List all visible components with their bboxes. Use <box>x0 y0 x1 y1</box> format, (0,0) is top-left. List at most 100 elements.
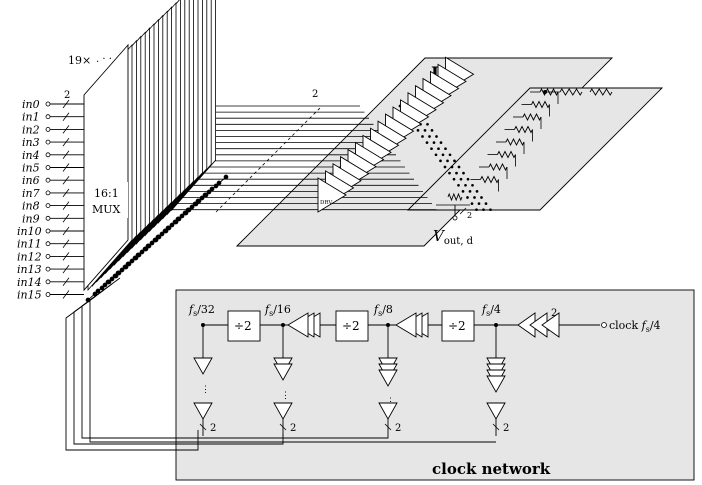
input-label: in5 <box>22 162 40 175</box>
input-terminal <box>46 166 50 170</box>
input-4: in4 <box>22 149 84 162</box>
input-terminal <box>46 153 50 157</box>
continuation-dot <box>438 148 440 150</box>
input-list: in0in1in2in3in4in5in6in7in8in9in10in11in… <box>17 98 84 302</box>
continuation-dot <box>431 130 433 132</box>
continuation-dot <box>440 160 442 162</box>
divider-label: ÷2 <box>342 319 360 333</box>
continuation-dot <box>460 178 462 180</box>
input-13: in13 <box>17 263 84 276</box>
divider-label: ÷2 <box>234 319 252 333</box>
input-terminal <box>46 242 50 246</box>
continuation-dot <box>476 191 478 193</box>
ladder-node <box>544 91 547 94</box>
input-label: in11 <box>17 238 42 251</box>
input-0: in0 <box>22 98 84 111</box>
input-7: in7 <box>22 187 84 200</box>
continuation-dot <box>449 172 451 174</box>
input-terminal <box>46 191 50 195</box>
freq-label: fs/32 <box>188 303 215 318</box>
input-terminal <box>46 140 50 144</box>
input-bus-width: 2 <box>64 90 70 101</box>
continuation-dot <box>424 130 426 132</box>
input-label: in1 <box>22 111 40 124</box>
continuation-dot <box>458 184 460 186</box>
input-terminal <box>46 102 50 106</box>
continuation-dot <box>467 178 469 180</box>
drv-label: DRV <box>320 200 333 206</box>
continuation-dot <box>426 142 428 144</box>
input-terminal <box>46 204 50 208</box>
continuation-dot <box>442 154 444 156</box>
input-terminal <box>46 293 50 297</box>
continuation-dot <box>431 148 433 150</box>
tap-bus-width: 2 <box>210 423 216 434</box>
continuation-dot <box>433 142 435 144</box>
continuation-dot <box>427 123 429 125</box>
freq-label: fs/4 <box>481 303 501 318</box>
replica-dots: . · · <box>96 54 112 65</box>
input-14: in14 <box>17 276 84 289</box>
clock-input-label: clock fs/4 <box>609 319 661 334</box>
continuation-dot <box>447 160 449 162</box>
input-terminal <box>46 115 50 119</box>
dac-bus-width: 2 <box>312 89 318 100</box>
input-label: in8 <box>22 200 40 213</box>
divider-label: ÷2 <box>448 319 466 333</box>
clock-input-terminal <box>602 323 607 328</box>
continuation-dot <box>422 136 424 138</box>
input-15: in15 <box>17 289 84 302</box>
continuation-dot <box>478 203 480 205</box>
input-1: in1 <box>22 111 84 124</box>
continuation-dot <box>453 178 455 180</box>
input-label: in15 <box>17 289 42 302</box>
continuation-dot <box>451 166 453 168</box>
input-terminal <box>46 216 50 220</box>
input-label: in9 <box>22 212 40 225</box>
input-label: in10 <box>17 225 42 238</box>
replica-count: 19× <box>68 54 91 67</box>
continuation-dot <box>456 172 458 174</box>
continuation-dot <box>440 142 442 144</box>
input-label: in12 <box>17 250 42 263</box>
freq-label: fs/16 <box>264 303 291 318</box>
input-6: in6 <box>22 174 84 187</box>
continuation-dot <box>445 148 447 150</box>
continuation-dot <box>474 197 476 199</box>
continuation-dot <box>490 209 492 211</box>
continuation-dot <box>483 209 485 211</box>
continuation-dot <box>471 203 473 205</box>
continuation-dot <box>449 154 451 156</box>
continuation-dot <box>436 136 438 138</box>
continuation-dot <box>417 130 419 132</box>
input-3: in3 <box>22 136 84 149</box>
continuation-dot <box>469 191 471 193</box>
mux-label-line1: 16:1 <box>94 187 119 200</box>
input-label: in13 <box>17 263 42 276</box>
continuation-dot <box>435 154 437 156</box>
input-terminal <box>46 127 50 131</box>
continuation-dot <box>472 184 474 186</box>
tap-bus-width: 2 <box>290 423 296 434</box>
input-10: in10 <box>17 225 84 238</box>
input-11: in11 <box>17 238 84 251</box>
tap-ellipsis: ⋮ <box>281 391 290 401</box>
continuation-dot <box>454 160 456 162</box>
input-2: in2 <box>22 123 84 136</box>
input-label: in14 <box>17 276 42 289</box>
input-5: in5 <box>22 162 84 175</box>
tap-bus-width: 2 <box>503 423 509 434</box>
input-label: in6 <box>22 174 40 187</box>
input-label: in3 <box>22 136 40 149</box>
continuation-dot <box>462 191 464 193</box>
input-terminal <box>46 280 50 284</box>
continuation-dot <box>485 203 487 205</box>
continuation-dot <box>444 166 446 168</box>
input-label: in4 <box>22 149 40 162</box>
continuation-dot <box>458 166 460 168</box>
input-label: in2 <box>22 123 40 136</box>
continuation-dot <box>481 197 483 199</box>
vout-bus-width: 2 <box>467 211 472 220</box>
input-terminal <box>46 267 50 271</box>
